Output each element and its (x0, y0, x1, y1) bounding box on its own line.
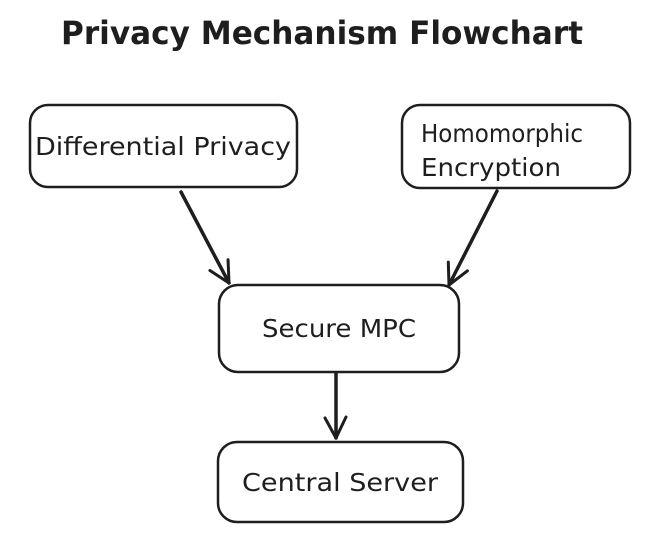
central-server-box (216, 440, 465, 524)
secure-mpc-box (217, 283, 461, 374)
node-homomorphic-encryption: Homomorphic Encryption (400, 103, 632, 190)
central-server-label: Central Server (242, 468, 439, 497)
secure-mpc-label: Secure MPC (262, 314, 416, 343)
node-central-server: Central Server (216, 440, 465, 524)
differential-privacy-label: Differential Privacy (35, 132, 291, 161)
node-secure-mpc: Secure MPC (217, 283, 461, 374)
node-differential-privacy: Differential Privacy (28, 103, 299, 189)
homomorphic-encryption-label-line1: Homomorphic (421, 119, 583, 148)
edge-differential-privacy-to-secure-mpc (179, 190, 231, 285)
edge-homomorphic-encryption-to-secure-mpc (446, 189, 499, 287)
differential-privacy-box (28, 103, 299, 189)
homomorphic-encryption-label-line2: Encryption (421, 153, 561, 182)
homomorphic-encryption-box (400, 103, 632, 190)
diagram-title: Privacy Mechanism Flowchart (61, 14, 583, 52)
